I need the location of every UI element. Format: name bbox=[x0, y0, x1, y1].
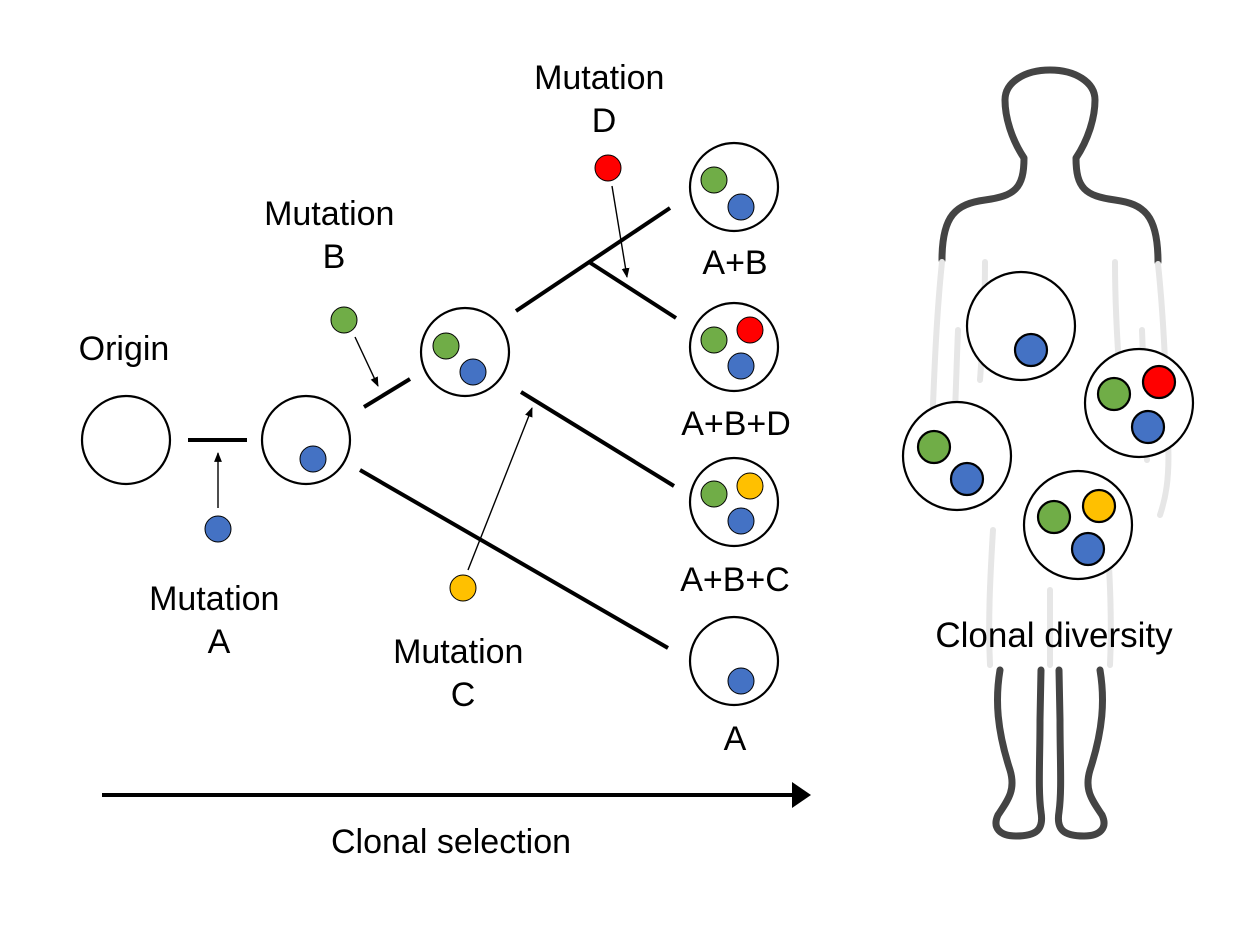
clone-ab-cell bbox=[688, 141, 780, 233]
mutation-c-label: Mutation C bbox=[393, 633, 533, 714]
mutation-b-dot bbox=[330, 306, 358, 334]
mutation-a-dot bbox=[204, 515, 232, 543]
body-clone-ab-cell bbox=[901, 400, 1013, 512]
clonal-diversity-label: Clonal diversity bbox=[935, 616, 1173, 655]
branch-ab-upper bbox=[514, 206, 672, 313]
clone-abd-label: A+B+D bbox=[681, 405, 791, 443]
mutation-b-label: Mutation B bbox=[264, 195, 404, 276]
branch-ab-abd bbox=[587, 260, 678, 320]
mutation-d-dot bbox=[594, 154, 622, 182]
clone-ab-middle-cell bbox=[419, 306, 511, 398]
body-clone-a-cell bbox=[965, 270, 1077, 382]
lineage-tree: Origin Mutation A Mutation B Mutation C … bbox=[79, 59, 811, 861]
origin-label: Origin bbox=[79, 330, 170, 368]
clone-a-early-cell bbox=[260, 394, 352, 486]
arrow-mutation-d bbox=[611, 185, 630, 278]
arrow-mutation-b bbox=[354, 336, 379, 387]
clone-a-label: A bbox=[724, 720, 747, 758]
clone-ab-label: A+B bbox=[702, 244, 767, 282]
origin-cell bbox=[80, 394, 172, 486]
clonal-diversity-cells bbox=[901, 270, 1195, 581]
branch-a-a bbox=[358, 468, 670, 650]
clone-abc-label: A+B+C bbox=[680, 561, 790, 599]
arrow-mutation-c bbox=[467, 407, 533, 571]
right-arrow-icon bbox=[102, 782, 811, 808]
branch-a-ab bbox=[362, 377, 412, 409]
clonal-selection-label: Clonal selection bbox=[331, 823, 571, 861]
mutation-a-label: Mutation A bbox=[149, 580, 289, 661]
mutation-d-label: Mutation D bbox=[534, 59, 674, 140]
branch-ab-abc bbox=[519, 390, 676, 488]
body-clone-abd-cell bbox=[1083, 347, 1195, 459]
clone-abd-cell bbox=[688, 301, 780, 393]
mutation-c-dot bbox=[449, 574, 477, 602]
clone-abc-cell bbox=[688, 456, 780, 548]
clone-a-cell bbox=[688, 615, 780, 707]
body-clone-abc-cell bbox=[1022, 469, 1134, 581]
